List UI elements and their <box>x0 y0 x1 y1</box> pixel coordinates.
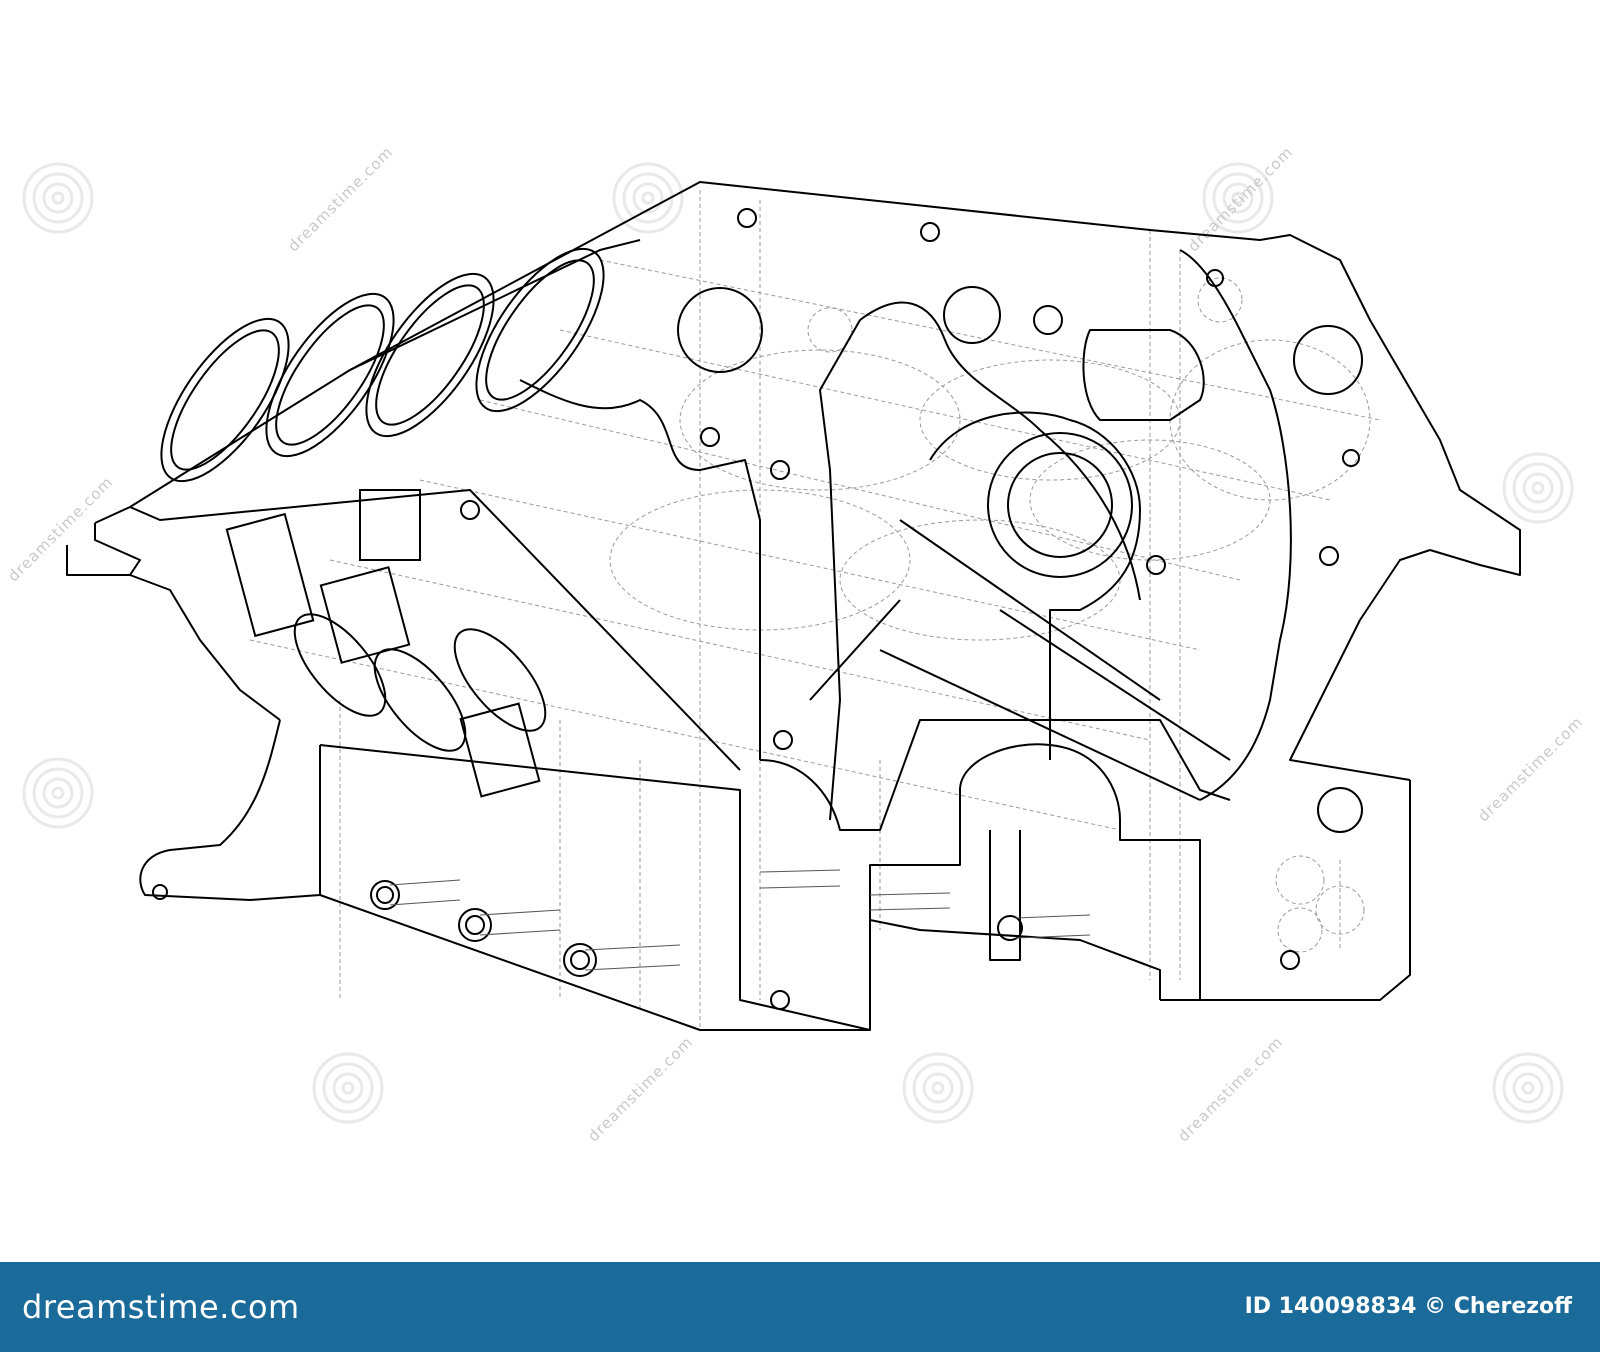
block-outline <box>66 181 1521 1031</box>
watermark-spiral-logo-icon <box>312 1052 384 1124</box>
image-credit: ID 140098834 © Cherezoff <box>1244 1294 1572 1319</box>
hidden-lines <box>249 190 1381 1030</box>
watermark-spiral-logo-icon <box>1502 452 1574 524</box>
head-bolts <box>370 880 1023 977</box>
cylinder-bores <box>160 247 605 483</box>
bolt-threads <box>389 869 1091 971</box>
watermark-spiral-logo-icon <box>612 162 684 234</box>
engine-block-wireframe <box>66 181 1521 1031</box>
watermark-spiral-logo-icon <box>902 1052 974 1124</box>
watermark-spiral-logo-icon <box>1492 1052 1564 1124</box>
bolt-holes <box>152 208 1360 1010</box>
watermark-spiral-logo-icon <box>22 162 94 234</box>
brand-logo-text[interactable]: dreamstime.com <box>22 1288 300 1326</box>
port-holes <box>677 286 1363 833</box>
watermark-spiral-logo-icon <box>22 757 94 829</box>
stock-footer-bar: dreamstime.com ID 140098834 © Cherezoff <box>0 1262 1600 1352</box>
lifter-bores <box>225 489 547 798</box>
watermark-spiral-logo-icon <box>1202 162 1274 234</box>
drawing-canvas: dreamstime.com dreamstime.com dreamstime… <box>4 142 1587 1146</box>
